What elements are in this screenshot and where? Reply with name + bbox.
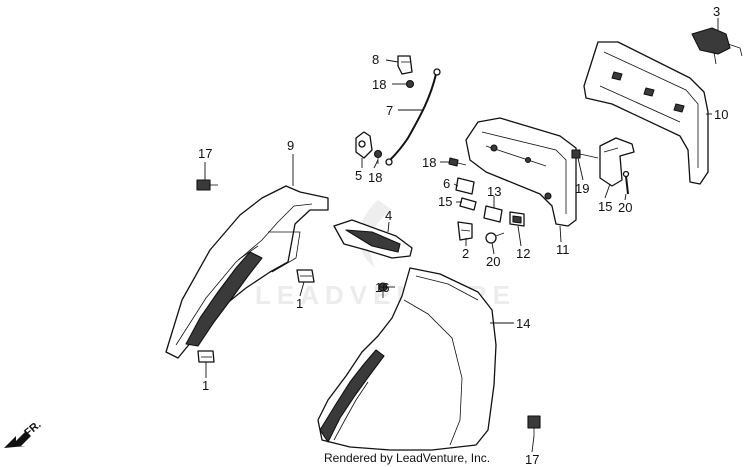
callout-16: 15 bbox=[438, 194, 452, 209]
callout-19-c: 18 bbox=[422, 155, 436, 170]
part-22-screw[interactable] bbox=[485, 232, 505, 244]
callout-18: 16 bbox=[375, 280, 389, 295]
part-1-clip-upper[interactable] bbox=[296, 269, 315, 283]
part-13-bracket[interactable] bbox=[599, 137, 635, 187]
part-3-lock[interactable] bbox=[691, 27, 743, 65]
part-15-pad[interactable] bbox=[483, 205, 503, 223]
part-19-screw-c[interactable] bbox=[448, 157, 467, 167]
callout-5: 5 bbox=[355, 168, 362, 183]
part-20-pin[interactable] bbox=[622, 170, 630, 195]
part-4-bracket[interactable] bbox=[333, 219, 413, 259]
credit-text: Rendered by LeadVenture, Inc. bbox=[324, 451, 490, 465]
callout-17-bottom: 17 bbox=[525, 452, 539, 467]
callout-8: 8 bbox=[372, 52, 379, 67]
part-17-bolt-left[interactable] bbox=[196, 179, 218, 191]
callout-labels: 17 9 1 1 4 5 18 8 18 7 16 14 17 18 6 15 … bbox=[198, 4, 728, 467]
part-11-license-bracket[interactable] bbox=[465, 117, 577, 227]
part-9-side-cowl[interactable] bbox=[165, 185, 329, 359]
part-5-guide[interactable] bbox=[355, 131, 373, 159]
callout-19-a: 18 bbox=[372, 77, 386, 92]
callout-21: 19 bbox=[575, 181, 589, 196]
part-17-bolt-bottom[interactable] bbox=[527, 415, 541, 436]
part-8-cap[interactable] bbox=[397, 55, 413, 75]
callout-13: 15 bbox=[598, 199, 612, 214]
front-arrow-icon: FR. bbox=[4, 419, 44, 448]
callout-2: 2 bbox=[462, 246, 469, 261]
callout-6: 7 bbox=[386, 103, 393, 118]
part-14-reflector[interactable] bbox=[509, 211, 525, 227]
part-7-pad[interactable] bbox=[455, 177, 475, 195]
callout-10: 10 bbox=[714, 107, 728, 122]
part-12-rear-fender[interactable] bbox=[317, 267, 497, 451]
callout-22: 20 bbox=[486, 254, 500, 269]
part-16-pad[interactable] bbox=[459, 197, 477, 211]
callout-17-left: 17 bbox=[198, 146, 212, 161]
callout-1-upper: 1 bbox=[296, 296, 303, 311]
callout-12: 14 bbox=[516, 316, 530, 331]
leader-lines bbox=[204, 18, 719, 453]
callout-11: 11 bbox=[556, 242, 570, 257]
callout-15: 13 bbox=[487, 184, 501, 199]
callout-4: 4 bbox=[385, 208, 392, 223]
callout-3: 3 bbox=[713, 4, 720, 19]
callout-20: 20 bbox=[618, 200, 632, 215]
callout-9: 9 bbox=[287, 138, 294, 153]
part-19-screw-b[interactable] bbox=[373, 149, 383, 165]
part-19-screw-a[interactable] bbox=[405, 79, 415, 89]
part-1-clip-lower[interactable] bbox=[197, 350, 215, 363]
part-2-clip[interactable] bbox=[457, 221, 473, 241]
callout-7: 6 bbox=[443, 176, 450, 191]
callout-19-b: 18 bbox=[368, 170, 382, 185]
part-6-cable[interactable] bbox=[385, 68, 441, 166]
part-10-grab-rail[interactable] bbox=[583, 41, 709, 185]
callout-1-lower: 1 bbox=[202, 378, 209, 393]
callout-14: 12 bbox=[516, 246, 530, 261]
part-21-bolt[interactable] bbox=[571, 149, 599, 159]
